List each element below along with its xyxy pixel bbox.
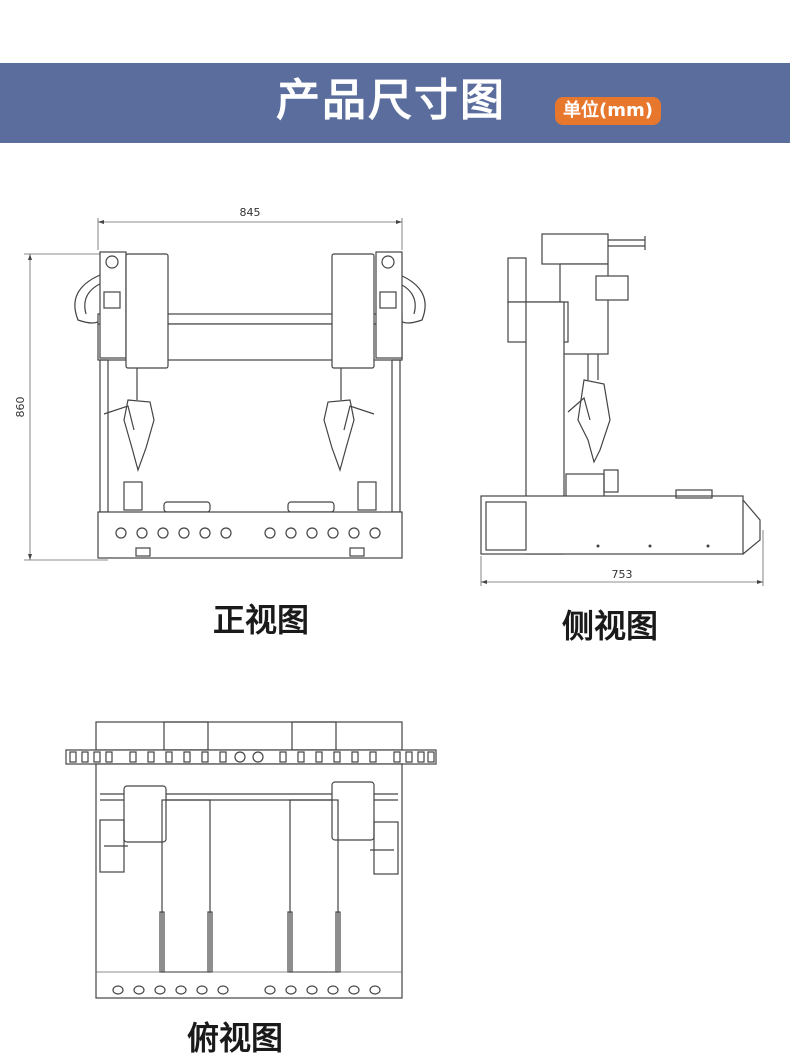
top-base-holes — [112, 985, 381, 995]
top-view-drawing — [65, 721, 437, 999]
side-depth-text: 753 — [612, 568, 633, 581]
side-view-label: 侧视图 — [562, 607, 659, 645]
front-width-text: 845 — [240, 206, 261, 219]
side-view-drawing: 753 — [480, 233, 764, 586]
front-view-drawing: 845 860 — [14, 206, 426, 561]
front-width-dimension: 845 — [97, 206, 403, 250]
front-height-dimension: 860 — [14, 253, 108, 561]
title-banner: 产品尺寸图 单位(mm) — [0, 63, 790, 143]
front-base-holes — [115, 527, 381, 539]
unit-badge: 单位(mm) — [555, 97, 661, 125]
top-chain-links — [69, 751, 435, 763]
front-height-text: 860 — [14, 397, 27, 418]
top-view-label: 俯视图 — [187, 1019, 284, 1057]
front-view-label: 正视图 — [213, 601, 310, 639]
page-title: 产品尺寸图 — [276, 75, 506, 126]
side-depth-dimension: 753 — [480, 530, 764, 586]
